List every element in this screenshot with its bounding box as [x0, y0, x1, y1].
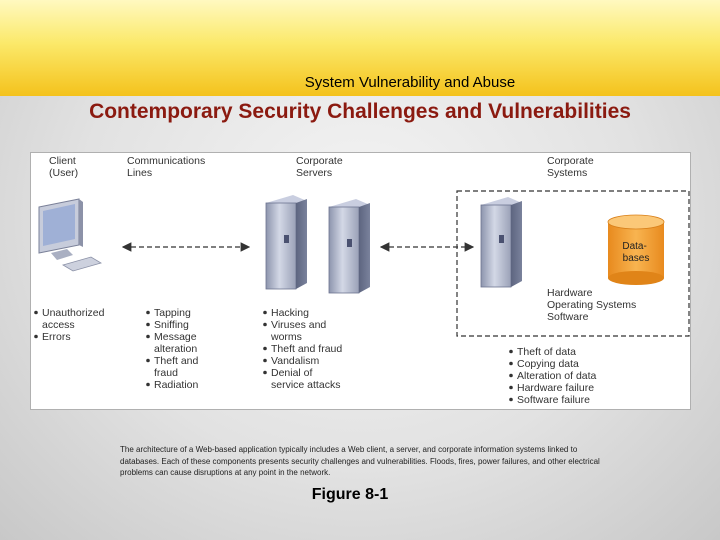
threat-item: Message: [154, 331, 197, 343]
system-server-icon: [480, 197, 522, 288]
bullet-dot: [509, 361, 513, 366]
threat-item: Alteration of data: [517, 370, 597, 382]
client-computer-icon: [38, 198, 102, 272]
bullet-dot: [509, 373, 513, 378]
corporate-systems-boundary: [456, 190, 690, 337]
threat-item: Software failure: [517, 394, 590, 406]
system-components-list: Hardware Operating Systems Software: [547, 287, 639, 323]
architecture-diagram: Client (User) Communications Lines Corpo…: [34, 155, 690, 406]
threat-item: worms: [270, 331, 302, 343]
bullet-dot: [263, 370, 267, 375]
threat-item: Theft and: [154, 355, 199, 367]
diagram-panel: Client (User) Communications Lines Corpo…: [30, 152, 691, 410]
bullet-dot: [146, 334, 150, 339]
figure-caption: The architecture of a Web-based applicat…: [120, 445, 600, 477]
threat-item: Tapping: [154, 307, 191, 319]
bullet-dot: [263, 346, 267, 351]
threat-item: Denial of: [271, 367, 313, 379]
threat-item: Radiation: [154, 379, 199, 391]
bullet-dot: [509, 397, 513, 402]
threat-item: Unauthorized: [42, 307, 105, 319]
bullet-dot: [34, 334, 38, 339]
bullet-dot: [509, 385, 513, 390]
threat-item: Sniffing: [154, 319, 189, 331]
threat-item: Viruses and: [271, 319, 326, 331]
header-band: [0, 0, 720, 96]
threat-item: Hacking: [271, 307, 309, 319]
bullet-dot: [146, 358, 150, 363]
threat-item: Theft and fraud: [271, 343, 342, 355]
threat-item: Theft of data: [517, 346, 576, 358]
threat-item: Errors: [42, 331, 71, 343]
database-icon: [607, 214, 665, 285]
server-tower-icon: [265, 195, 307, 290]
bullet-dot: [146, 382, 150, 387]
systems-header: Corporate Systems: [547, 155, 597, 179]
bullet-dot: [146, 322, 150, 327]
threat-item: access: [42, 319, 75, 331]
bullet-dot: [34, 310, 38, 315]
threat-item: service attacks: [271, 379, 340, 391]
bullet-dot: [263, 358, 267, 363]
threat-item: alteration: [154, 343, 197, 355]
client-header: Client (User): [49, 155, 79, 179]
bullet-dot: [263, 322, 267, 327]
figure-label: Figure 8-1: [311, 486, 389, 503]
threat-item: fraud: [154, 367, 178, 379]
threat-item: Vandalism: [271, 355, 319, 367]
bullet-dot: [146, 310, 150, 315]
lines-header: Communications Lines: [127, 155, 208, 179]
bullet-dot: [509, 349, 513, 354]
servers-header: Corporate Servers: [296, 155, 346, 179]
slide-title: Contemporary Security Challenges and Vul…: [89, 100, 631, 123]
database-label: Data- bases: [622, 241, 649, 264]
server-tower-icon: [328, 199, 370, 294]
section-title: System Vulnerability and Abuse: [304, 74, 516, 91]
threat-item: Hardware failure: [517, 382, 594, 394]
threat-item: Copying data: [517, 358, 579, 370]
bullet-dot: [263, 310, 267, 315]
